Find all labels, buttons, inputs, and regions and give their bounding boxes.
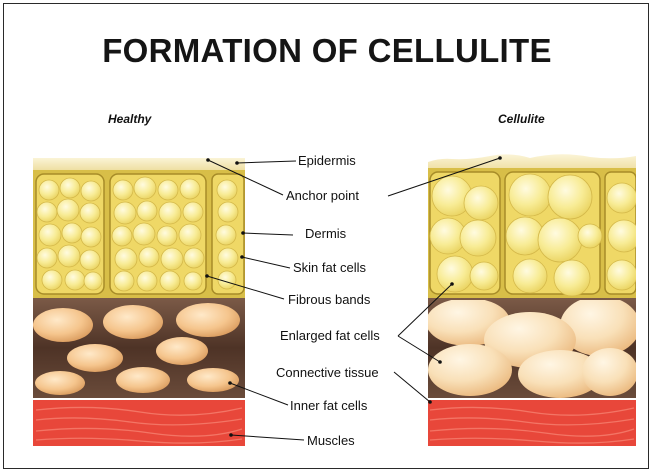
label-enlarged-fat-cells: Enlarged fat cells <box>280 328 380 343</box>
cellulite-skin-fat-cells <box>430 174 640 296</box>
label-muscles: Muscles <box>307 433 355 448</box>
label-epidermis: Epidermis <box>298 153 356 168</box>
label-connective-tissue: Connective tissue <box>276 365 379 380</box>
label-anchor-point: Anchor point <box>286 188 359 203</box>
label-skin-fat-cells: Skin fat cells <box>293 260 366 275</box>
healthy-epidermis <box>33 158 245 170</box>
cellulite-skin-model <box>426 154 640 446</box>
label-inner-fat-cells: Inner fat cells <box>290 398 367 413</box>
label-dermis: Dermis <box>305 226 346 241</box>
healthy-skin-model <box>33 158 245 446</box>
cellulite-epidermis <box>428 154 636 170</box>
label-fibrous-bands: Fibrous bands <box>288 292 370 307</box>
